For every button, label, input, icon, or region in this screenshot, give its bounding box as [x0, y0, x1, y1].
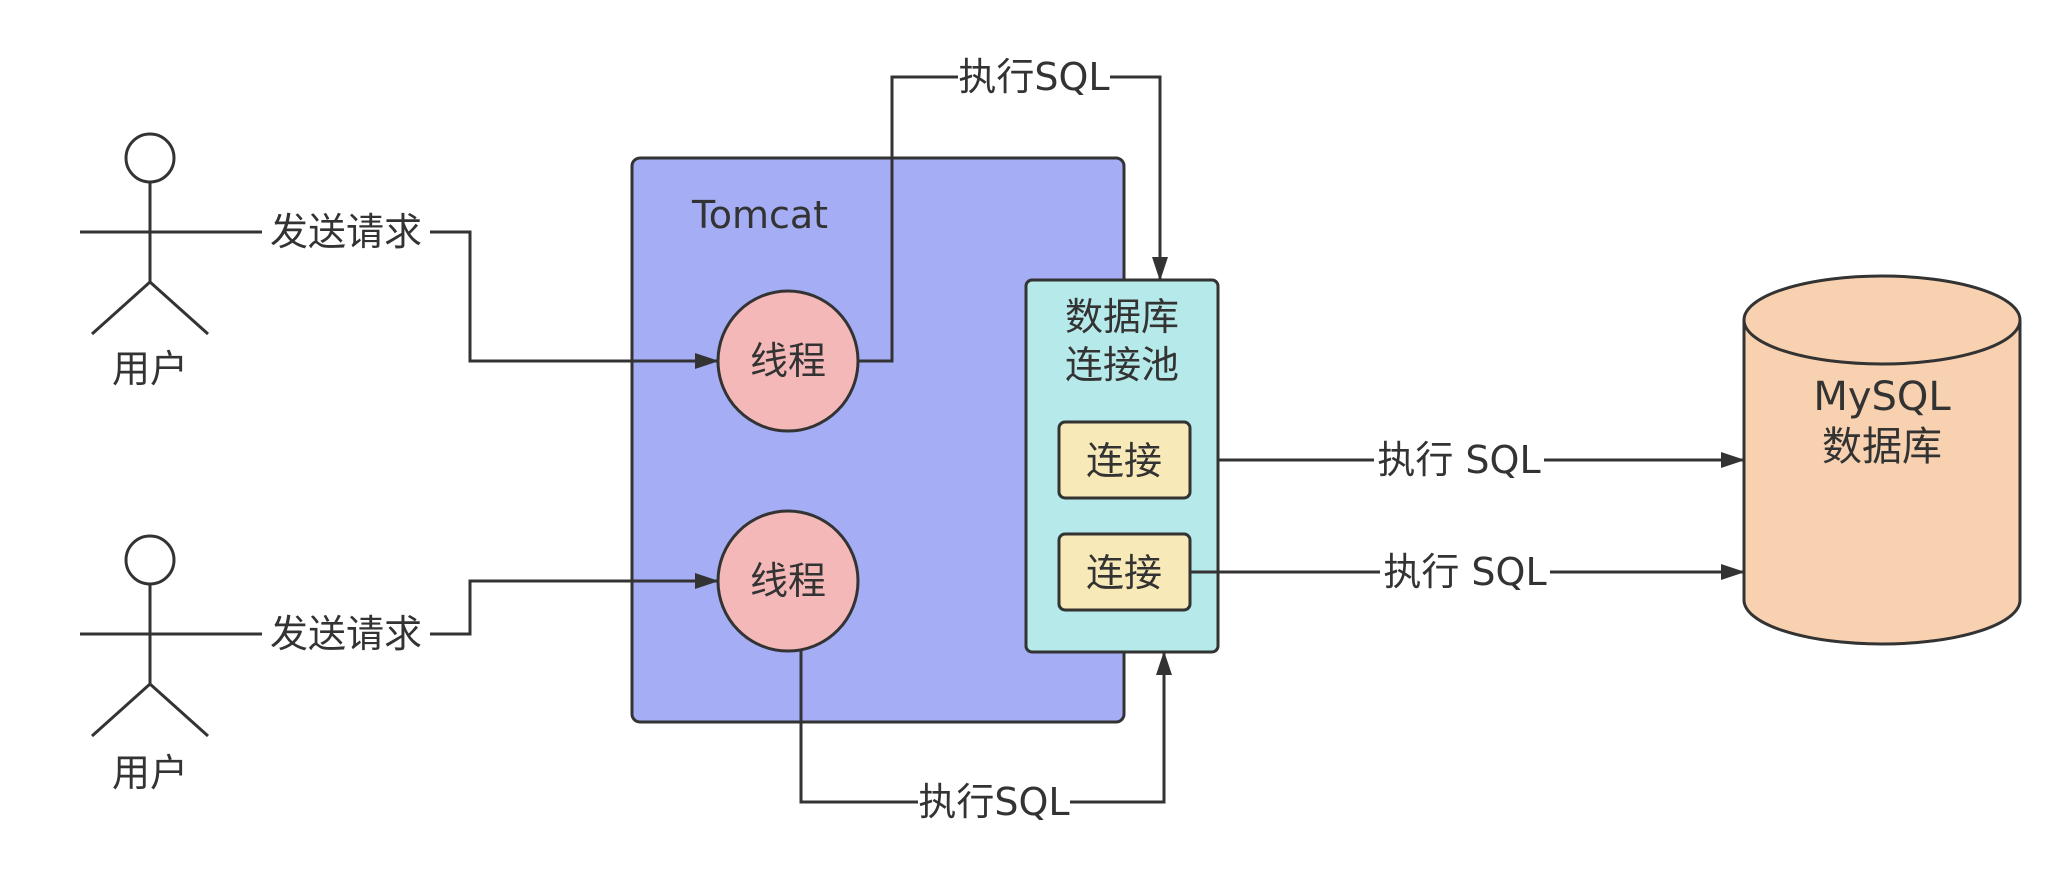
pool-title-line2: 连接池 [1065, 343, 1179, 387]
database-cylinder-top [1742, 274, 2022, 366]
pool-title-line1: 数据库 [1065, 295, 1179, 339]
thread-label-1: 线程 [750, 339, 826, 383]
edge-exec-sql-top [858, 75, 1168, 363]
user-label-2: 用户 [112, 751, 188, 795]
edge-label-send-request-1: 发送请求 [270, 210, 422, 254]
user-label-1: 用户 [112, 347, 188, 391]
connection-label-2: 连接 [1086, 551, 1162, 595]
thread-label-2: 线程 [750, 559, 826, 603]
connection-label-1: 连接 [1086, 439, 1162, 483]
database-label-line1: MySQL [1813, 374, 1951, 420]
edge-label-exec-sql-bottom: 执行SQL [918, 780, 1069, 824]
edge-label-exec-sql-top: 执行SQL [958, 55, 1109, 99]
tomcat-title: Tomcat [691, 193, 828, 237]
edge-label-send-request-2: 发送请求 [270, 612, 422, 656]
user-icon-2 [80, 534, 220, 738]
user-icon-1 [80, 132, 220, 336]
edge-label-exec-sql-conn1: 执行 SQL [1377, 438, 1540, 482]
database-cylinder-body [1742, 320, 2022, 646]
edge-label-exec-sql-conn2: 执行 SQL [1383, 550, 1546, 594]
connection-box-1 [1057, 420, 1192, 500]
database-label-line2: 数据库 [1822, 424, 1942, 470]
